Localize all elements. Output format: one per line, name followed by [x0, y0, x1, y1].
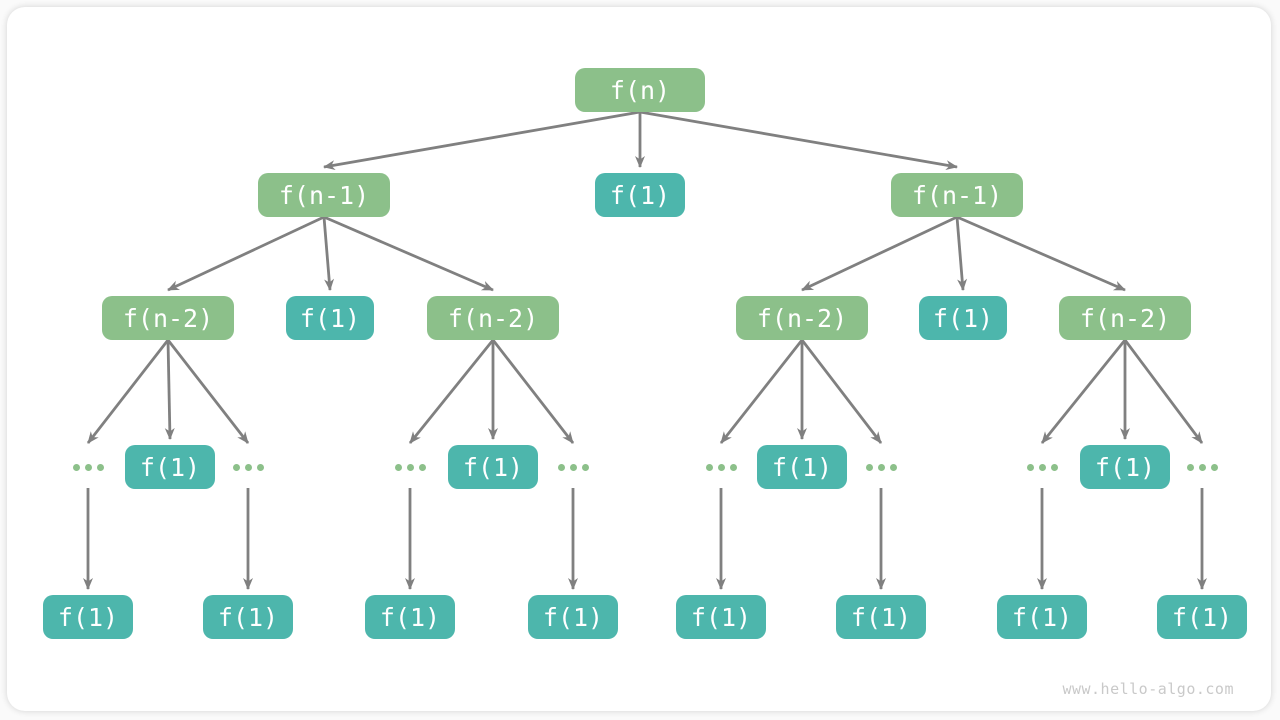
ellipsis-dot — [569, 463, 577, 471]
ellipsis-node — [1026, 463, 1058, 471]
tree-node-g1c: f(1) — [125, 445, 215, 489]
tree-node-b3: f(1) — [365, 595, 455, 639]
ellipsis-dot — [1038, 463, 1046, 471]
tree-node-g2c: f(1) — [448, 445, 538, 489]
tree-node-g3c: f(1) — [757, 445, 847, 489]
ellipsis-dot — [1198, 463, 1206, 471]
tree-node-b1: f(1) — [43, 595, 133, 639]
tree-node-m3: f(n-2) — [736, 296, 868, 340]
tree-node-b2: f(1) — [203, 595, 293, 639]
ellipsis-node — [865, 463, 897, 471]
ellipsis-dot — [717, 463, 725, 471]
ellipsis-dot — [865, 463, 873, 471]
ellipsis-dot — [232, 463, 240, 471]
ellipsis-dot — [72, 463, 80, 471]
tree-node-m4: f(n-2) — [1059, 296, 1191, 340]
ellipsis-node — [705, 463, 737, 471]
ellipsis-dot — [84, 463, 92, 471]
tree-node-b8: f(1) — [1157, 595, 1247, 639]
tree-node-m1: f(n-2) — [102, 296, 234, 340]
ellipsis-dot — [1050, 463, 1058, 471]
tree-node-c1: f(1) — [595, 173, 685, 217]
ellipsis-dot — [1210, 463, 1218, 471]
tree-node-m2: f(n-2) — [427, 296, 559, 340]
ellipsis-dot — [96, 463, 104, 471]
ellipsis-node — [232, 463, 264, 471]
tree-node-b7: f(1) — [997, 595, 1087, 639]
ellipsis-node — [1186, 463, 1218, 471]
ellipsis-dot — [256, 463, 264, 471]
ellipsis-dot — [1186, 463, 1194, 471]
ellipsis-dot — [705, 463, 713, 471]
tree-node-n1: f(n-1) — [258, 173, 390, 217]
ellipsis-node — [557, 463, 589, 471]
ellipsis-dot — [581, 463, 589, 471]
tree-node-n2: f(n-1) — [891, 173, 1023, 217]
ellipsis-dot — [729, 463, 737, 471]
tree-node-g4c: f(1) — [1080, 445, 1170, 489]
ellipsis-dot — [418, 463, 426, 471]
ellipsis-node — [394, 463, 426, 471]
ellipsis-dot — [1026, 463, 1034, 471]
watermark: www.hello-algo.com — [1062, 680, 1234, 698]
tree-node-b5: f(1) — [676, 595, 766, 639]
tree-node-root: f(n) — [575, 68, 705, 112]
ellipsis-dot — [877, 463, 885, 471]
ellipsis-dot — [406, 463, 414, 471]
ellipsis-node — [72, 463, 104, 471]
ellipsis-dot — [394, 463, 402, 471]
tree-node-b6: f(1) — [836, 595, 926, 639]
tree-node-c2: f(1) — [286, 296, 374, 340]
tree-node-b4: f(1) — [528, 595, 618, 639]
ellipsis-dot — [557, 463, 565, 471]
ellipsis-dot — [889, 463, 897, 471]
ellipsis-dot — [244, 463, 252, 471]
tree-node-c3: f(1) — [919, 296, 1007, 340]
